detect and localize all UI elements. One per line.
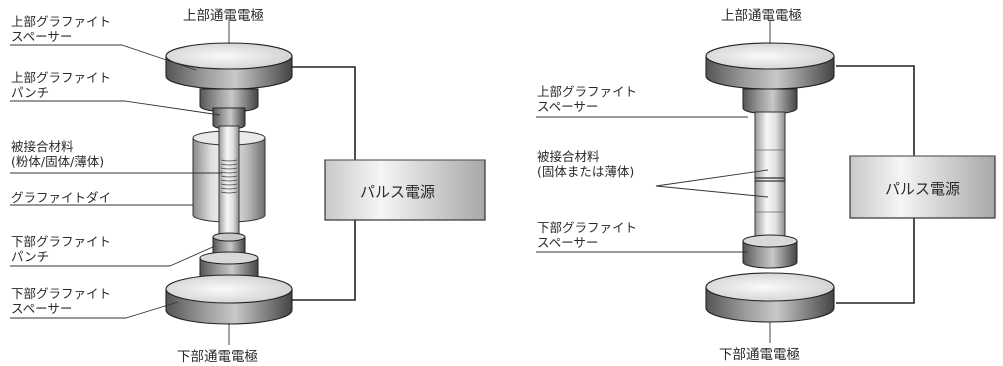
right-label-lower-spacer: 下部グラファイトスペーサー: [537, 220, 638, 250]
right-leader-lines: [536, 20, 771, 343]
left-leader-lines: [10, 20, 230, 345]
left-top-electrode-label: 上部通電電極: [183, 8, 264, 24]
right-upper-spacer: [742, 88, 798, 115]
left-label-sample: 被接合材料(粉体/固体/薄体): [11, 139, 105, 169]
right-power-supply: [849, 155, 996, 219]
right-top-electrode-label: 上部通電電極: [721, 8, 802, 24]
left-label-lower-spacer: 下部グラファイトスペーサー: [11, 286, 112, 316]
left-powder-sample: [220, 159, 238, 194]
right-label-sample: 被接合材料(固体または薄体): [537, 149, 635, 179]
left-label-lower-punch: 下部グラファイトパンチ: [11, 234, 112, 264]
left-assembly: [10, 20, 486, 345]
right-lower-electrode: [705, 272, 835, 323]
left-power-supply: [324, 159, 486, 221]
right-lower-spacer: [742, 234, 798, 269]
right-upper-electrode: [705, 42, 835, 90]
right-assembly: [536, 20, 996, 343]
right-rod: [754, 111, 786, 243]
left-power-supply-label: パルス電源: [360, 183, 436, 201]
left-inner-rod: [218, 125, 240, 239]
left-label-upper-spacer: 上部グラファイトスペーサー: [11, 14, 112, 44]
left-label-die: グラファイトダイ: [11, 190, 112, 205]
left-lower-electrode: [165, 274, 293, 325]
left-label-upper-punch: 上部グラファイトパンチ: [11, 70, 112, 100]
right-bottom-electrode-label: 下部通電電極: [719, 347, 800, 363]
left-upper-electrode: [165, 42, 293, 90]
right-power-supply-label: パルス電源: [885, 180, 961, 198]
left-bottom-electrode-label: 下部通電電極: [177, 349, 258, 365]
right-label-upper-spacer: 上部グラファイトスペーサー: [537, 84, 638, 114]
